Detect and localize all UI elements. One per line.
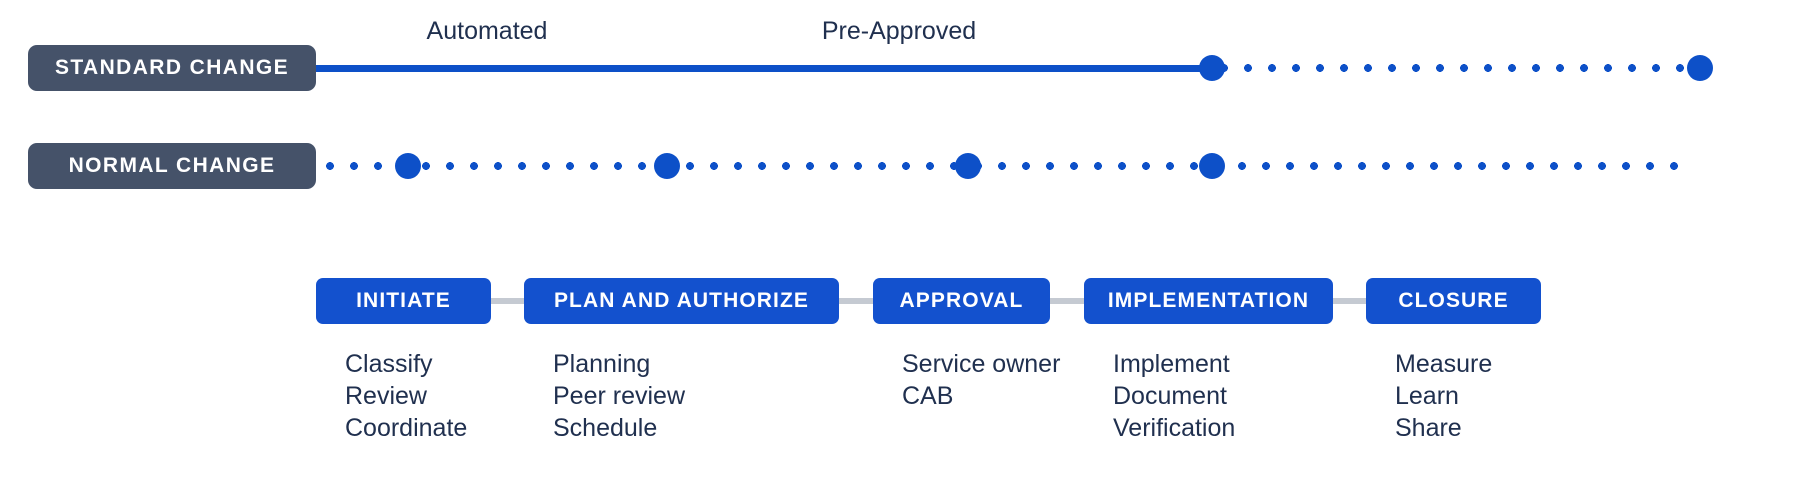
stage-list-item: Implement [1113,350,1230,378]
timeline-row-standard-change: STANDARD CHANGE Automated Pre-Approved [0,17,1798,105]
timeline-node-dot[interactable] [1199,55,1225,81]
timeline-pill-label: NORMAL CHANGE [68,154,276,177]
stage-list-item: Classify [345,350,433,378]
timeline-node-dot[interactable] [1687,55,1713,81]
stage-list-item: Learn [1395,382,1459,410]
timeline-segment-solid [316,65,1212,72]
timeline-node-dot[interactable] [395,153,421,179]
timeline-caption: Pre-Approved [821,17,977,45]
stage-list-item: Coordinate [345,414,468,442]
stage-list-item: Measure [1395,350,1493,378]
stage-button-label: INITIATE [356,289,451,312]
timeline-segment-dotted [318,162,1686,170]
stage-list-item: Document [1113,382,1227,410]
timeline-pill-standard-change[interactable]: STANDARD CHANGE [28,45,316,91]
stage-connector [491,298,524,304]
stage-list-item: Planning [553,350,651,378]
stage-connector [839,298,873,304]
stage-button-approval[interactable]: APPROVAL [873,278,1050,324]
stage-button-initiate[interactable]: INITIATE [316,278,491,324]
stage-connector [1050,298,1084,304]
stage-list-item: Schedule [553,414,658,442]
stage-list-item: CAB [902,382,954,410]
stage-list-item: Peer review [553,382,685,410]
stage-connector [1333,298,1366,304]
stage-button-closure[interactable]: CLOSURE [1366,278,1541,324]
stage-list-item: Service owner [902,350,1061,378]
timeline-row-normal-change: NORMAL CHANGE [0,143,1798,203]
stage-button-label: PLAN AND AUTHORIZE [553,289,810,312]
timeline-node-dot[interactable] [955,153,981,179]
timeline-segment-dotted [1212,64,1700,72]
timeline-pill-label: STANDARD CHANGE [54,56,290,79]
stage-button-label: IMPLEMENTATION [1107,289,1310,312]
stage-list-item: Review [345,382,427,410]
stage-button-strip: INITIATE PLAN AND AUTHORIZE APPROVAL IMPLEM… [0,278,1798,324]
stage-button-label: CLOSURE [1398,289,1509,312]
stage-list-item: Verification [1113,414,1236,442]
stage-button-implementation[interactable]: IMPLEMENTATION [1084,278,1333,324]
stage-list-item: Share [1395,414,1462,442]
stage-button-label: APPROVAL [899,289,1024,312]
timeline-pill-normal-change[interactable]: NORMAL CHANGE [28,143,316,189]
stage-button-plan-and-authorize[interactable]: PLAN AND AUTHORIZE [524,278,839,324]
timeline-node-dot[interactable] [1199,153,1225,179]
timeline-caption: Automated [426,17,548,45]
timeline-node-dot[interactable] [654,153,680,179]
